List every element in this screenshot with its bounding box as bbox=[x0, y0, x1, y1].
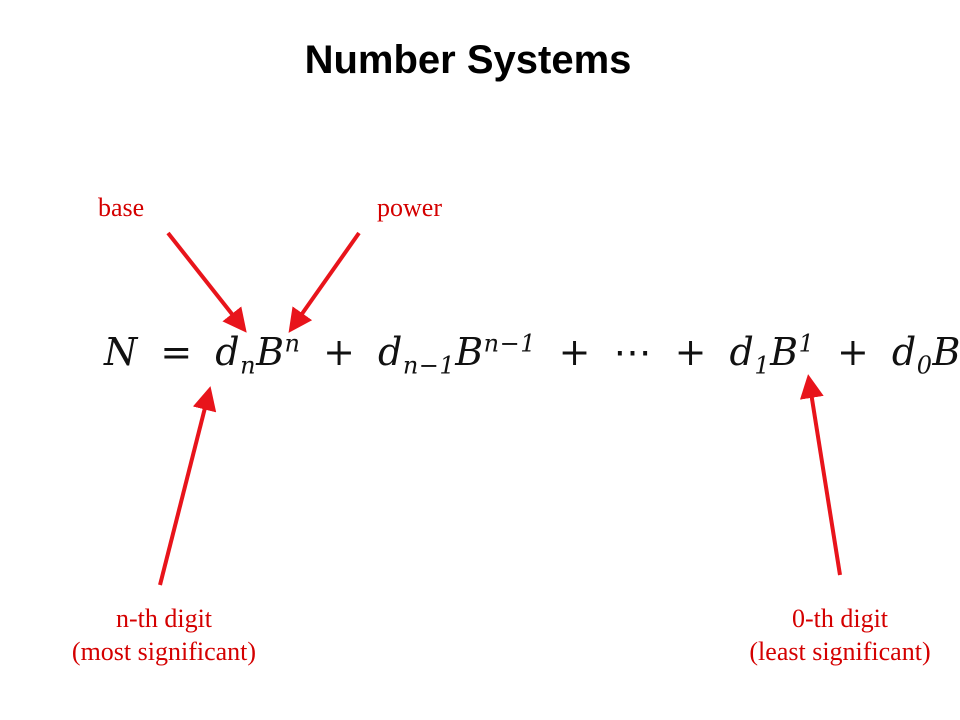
label-nth-digit-line2: (most significant) bbox=[71, 637, 257, 666]
label-0th-digit: 0-th digit (least significant) bbox=[715, 602, 960, 668]
label-0th-digit-line1: 0-th digit bbox=[791, 604, 889, 633]
formula-d-1: d1 bbox=[729, 330, 771, 380]
formula-plus-3: + bbox=[674, 330, 707, 374]
label-base: base bbox=[98, 193, 145, 222]
formula-B-0: B0 bbox=[932, 330, 960, 374]
formula-B-n: Bn bbox=[256, 329, 301, 374]
arrow-base bbox=[166, 231, 247, 333]
label-0th-digit-line2: (least significant) bbox=[749, 637, 931, 666]
formula-d-0: d0 bbox=[891, 330, 933, 380]
slide-title: Number Systems bbox=[304, 38, 632, 82]
formula-plus-4: + bbox=[836, 330, 870, 374]
formula-N: N bbox=[104, 330, 138, 374]
label-nth-digit: n-th digit (most significant) bbox=[34, 602, 294, 668]
number-system-formula: N = dnBn + dn−1Bn−1 + ⋯ + d1B1 + d0B0 bbox=[104, 329, 960, 380]
formula-equals: = bbox=[160, 330, 193, 374]
formula-B-1: B1 bbox=[770, 329, 815, 374]
label-nth-digit-line1: n-th digit bbox=[115, 604, 213, 633]
formula-plus-1: + bbox=[323, 330, 356, 374]
formula-B-n-minus-1: Bn−1 bbox=[455, 329, 536, 374]
arrow-power bbox=[288, 231, 361, 333]
formula-d-n-minus-1: dn−1 bbox=[378, 330, 456, 380]
arrow-nth-digit bbox=[158, 386, 217, 586]
formula-dots: ⋯ bbox=[613, 330, 652, 374]
formula-d-n: dn bbox=[215, 330, 257, 380]
formula-plus-2: + bbox=[558, 330, 591, 374]
label-power: power bbox=[377, 193, 442, 222]
arrow-0th-digit bbox=[799, 374, 842, 576]
